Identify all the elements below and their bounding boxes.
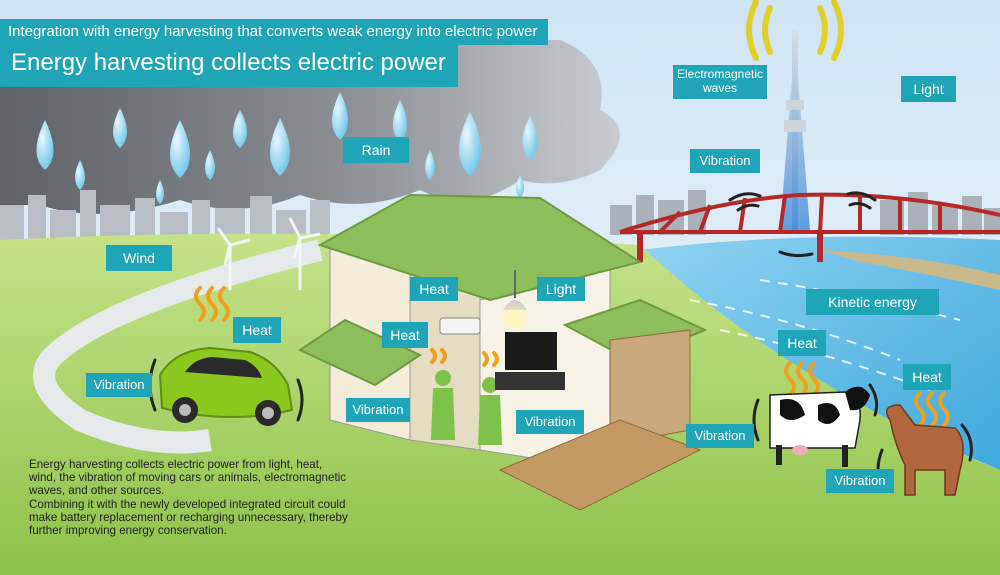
city-skyline-right: [610, 190, 1000, 235]
header-subtitle: Integration with energy harvesting that …: [0, 19, 548, 45]
radio-wave-icon: [746, 0, 844, 61]
kinetic-flow-lines: [689, 279, 961, 391]
description-paragraph-2: Combining it with the newly developed in…: [29, 497, 348, 538]
rain-drops: [36, 92, 538, 204]
air-conditioner: [439, 317, 481, 335]
label-heat-house-ac: Heat: [382, 322, 428, 348]
cow: [769, 386, 870, 467]
label-vibration-bridge: Vibration: [690, 149, 760, 173]
vibration-lines-bridge: [728, 191, 877, 258]
label-vibration-porch: Vibration: [346, 398, 410, 422]
label-vibration-tv: Vibration: [516, 410, 584, 434]
house-roof: [317, 193, 643, 302]
vibration-lines-cow: [752, 383, 879, 442]
bridge: [619, 192, 1000, 262]
label-vibration-cow: Vibration: [686, 424, 754, 448]
label-electromagnetic-waves: Electromagnetic waves: [673, 65, 767, 99]
broadcast-tower: [780, 30, 810, 230]
header-title: Energy harvesting collects electric powe…: [0, 45, 458, 87]
label-heat-cow: Heat: [778, 330, 826, 356]
ceiling-lamp-icon: [499, 270, 531, 334]
description-text: Energy harvesting collects electric powe…: [29, 458, 349, 537]
description-paragraph-1: Energy harvesting collects electric powe…: [29, 458, 347, 498]
road: [33, 239, 323, 454]
label-heat-car: Heat: [233, 317, 281, 343]
label-wind: Wind: [106, 245, 172, 271]
label-kinetic-energy: Kinetic energy: [806, 289, 939, 315]
television: [495, 332, 565, 390]
wind-turbine: [216, 217, 321, 290]
horse: [885, 404, 964, 496]
label-light-sky: Light: [901, 76, 956, 102]
label-heat-horse: Heat: [903, 364, 951, 390]
label-vibration-horse: Vibration: [826, 469, 894, 493]
person-figures: [431, 370, 502, 445]
city-skyline-left: [0, 190, 330, 240]
car: [158, 346, 294, 426]
heat-icon: [194, 286, 950, 427]
label-vibration-car: Vibration: [86, 373, 152, 397]
label-light-house: Light: [537, 277, 585, 301]
label-rain: Rain: [343, 137, 409, 163]
river-bank: [820, 250, 1000, 290]
label-heat-house-top: Heat: [410, 277, 458, 301]
